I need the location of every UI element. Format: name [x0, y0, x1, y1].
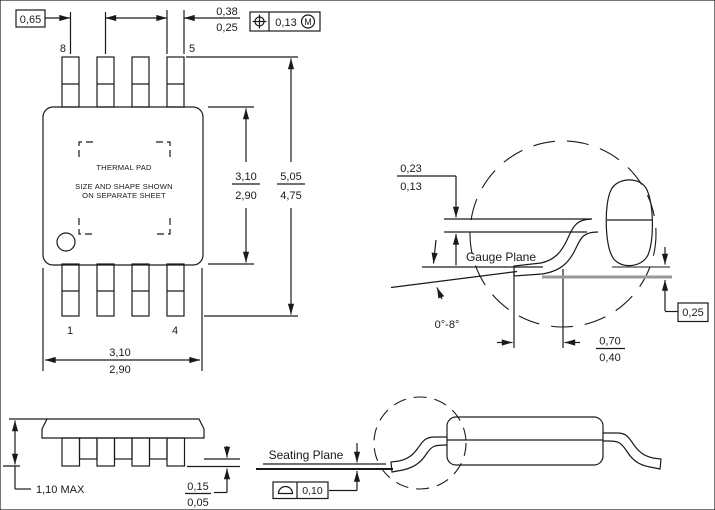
seating-plane-label: Seating Plane — [269, 448, 344, 462]
dim-lead-width-max: 0,38 — [216, 6, 237, 18]
dim-foot-length: 0,70 0,40 — [497, 269, 625, 364]
side-view-body — [41, 418, 205, 439]
dim-height: 1,10 MAX — [3, 418, 85, 496]
lead-detail-view: Gauge Plane 0°-8° 0,23 0,13 0,70 0,40 — [390, 140, 709, 364]
dim-body-width-min: 2,90 — [109, 364, 130, 376]
right-lead-profile — [603, 432, 662, 470]
left-lead-profile — [390, 436, 448, 473]
dim-lead-width-min: 0,25 — [216, 22, 237, 34]
thermal-pad-note-line1: SIZE AND SHAPE SHOWN — [75, 182, 173, 191]
gauge-plane-label: Gauge Plane — [466, 250, 536, 264]
profile-body — [446, 416, 604, 466]
bottom-pins — [61, 263, 185, 317]
dim-lead-width: 0,38 0,25 — [166, 6, 240, 54]
seating-plane-callout: Seating Plane 0,10 — [256, 443, 393, 500]
dim-lead-thickness: 0,23 0,13 — [397, 163, 460, 266]
dim-body-length-min: 2,90 — [235, 190, 256, 202]
dim-seating-to-gauge-value: 0,25 — [682, 307, 703, 319]
flatness-tolerance-frame: 0,10 — [272, 481, 329, 500]
pin-8-label: 8 — [60, 43, 66, 55]
package-side-profile — [373, 396, 662, 490]
profile-surface-icon — [277, 485, 294, 495]
dim-foot-length-min: 0,40 — [599, 352, 620, 364]
package-body — [42, 106, 204, 266]
dim-pitch-value: 0,65 — [20, 14, 41, 26]
dim-foot-angle: 0°-8° — [435, 319, 460, 331]
dim-foot-length-max: 0,70 — [599, 336, 620, 348]
body-end-profile — [605, 179, 653, 267]
dim-body-length-max: 3,10 — [235, 171, 256, 183]
position-tolerance-value: 0,13 — [275, 17, 296, 29]
svg-text:M: M — [304, 17, 312, 27]
pin-4-label: 4 — [172, 325, 178, 337]
true-position-icon — [252, 14, 267, 29]
max-material-condition-icon: M — [300, 14, 316, 29]
dim-seating-to-gauge: 0,25 — [661, 247, 709, 323]
pin-1-label: 1 — [67, 325, 73, 337]
position-tolerance-frame: 0,13 M — [249, 11, 321, 32]
dim-body-width-max: 3,10 — [109, 347, 130, 359]
side-view: 1,10 MAX 0,15 0,05 — [3, 418, 240, 509]
pin-1-indicator — [56, 232, 76, 252]
top-pins — [61, 56, 185, 108]
dim-overall-length: 5,05 4,75 — [186, 56, 305, 317]
dim-standoff-max: 0,15 — [187, 481, 208, 493]
flatness-tolerance-value: 0,10 — [302, 485, 323, 497]
detail-circle-small — [373, 396, 467, 490]
dim-overall-length-min: 4,75 — [280, 190, 301, 202]
pin-5-label: 5 — [189, 43, 195, 55]
top-view: THERMAL PAD SIZE AND SHAPE SHOWN ON SEPA… — [42, 43, 204, 337]
dim-body-length: 3,10 2,90 — [208, 106, 260, 265]
dim-height-value: 1,10 MAX — [36, 484, 85, 496]
dim-lead-thickness-max: 0,23 — [400, 163, 421, 175]
dim-lead-thickness-min: 0,13 — [400, 181, 421, 193]
dim-box — [677, 302, 709, 323]
dim-standoff: 0,15 0,05 — [185, 446, 240, 509]
dim-standoff-min: 0,05 — [187, 497, 208, 509]
dim-body-width: 3,10 2,90 — [42, 268, 203, 376]
dim-overall-length-max: 5,05 — [280, 171, 301, 183]
dim-pitch: 0,65 — [15, 9, 167, 54]
thermal-pad-outline — [78, 141, 171, 235]
thermal-pad-note-line2: ON SEPARATE SHEET — [82, 191, 166, 200]
thermal-pad-label: THERMAL PAD — [96, 163, 152, 172]
side-view-leads — [61, 437, 186, 467]
